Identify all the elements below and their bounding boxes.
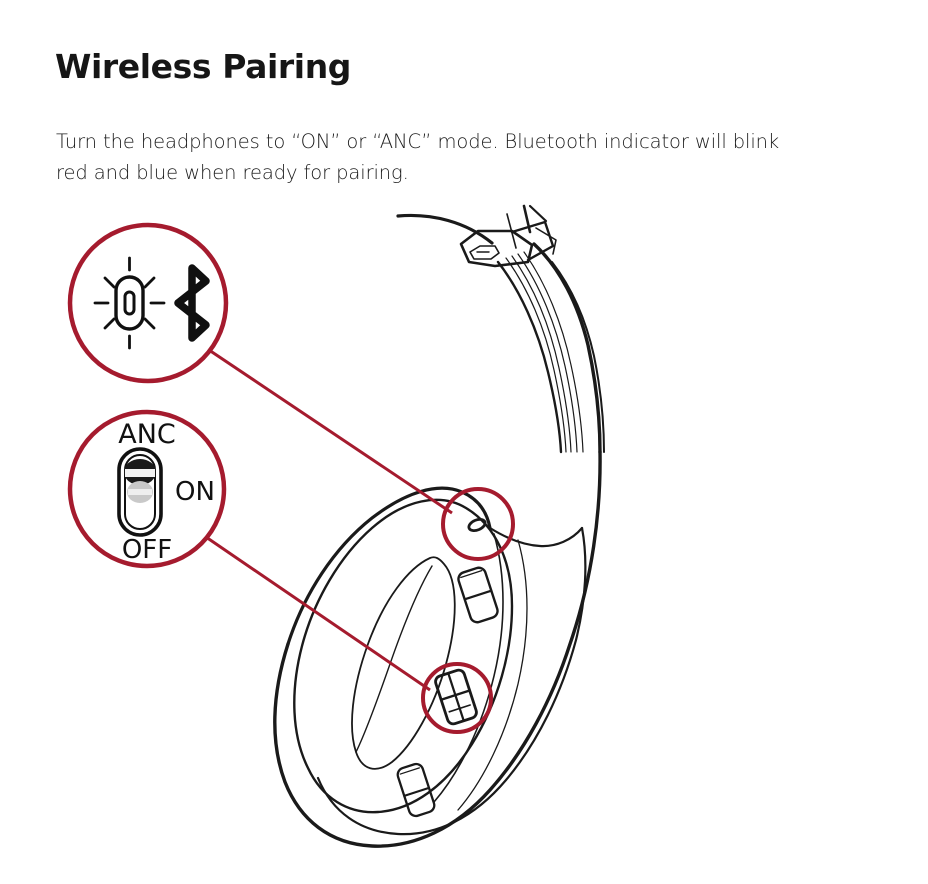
bluetooth-icon xyxy=(174,264,210,342)
callout-circle-bluetooth xyxy=(67,222,229,384)
led-indicator-port xyxy=(467,517,487,533)
leader-line-switch xyxy=(202,533,431,692)
leader-line-bluetooth xyxy=(205,346,453,515)
anc-power-switch xyxy=(434,668,478,726)
page-title: Wireless Pairing xyxy=(55,47,352,86)
lower-button xyxy=(396,762,436,818)
headphone-line-art xyxy=(273,204,605,848)
slider-switch-graphic[interactable] xyxy=(117,447,163,537)
upper-button xyxy=(457,566,499,624)
switch-label-anc: ANC xyxy=(118,419,176,450)
blinking-led-icon xyxy=(93,256,166,350)
target-circle-switch xyxy=(421,662,493,734)
instruction-paragraph: Turn the headphones to “ON” or “ANC” mod… xyxy=(56,130,780,184)
callout-power-switch[interactable]: ANC ON OFF xyxy=(67,409,493,734)
switch-thumb[interactable] xyxy=(124,459,156,503)
switch-label-on: ON xyxy=(175,477,215,507)
callout-bluetooth-indicator[interactable] xyxy=(67,222,515,561)
target-circle-led xyxy=(441,487,515,561)
switch-label-off: OFF xyxy=(122,535,172,565)
